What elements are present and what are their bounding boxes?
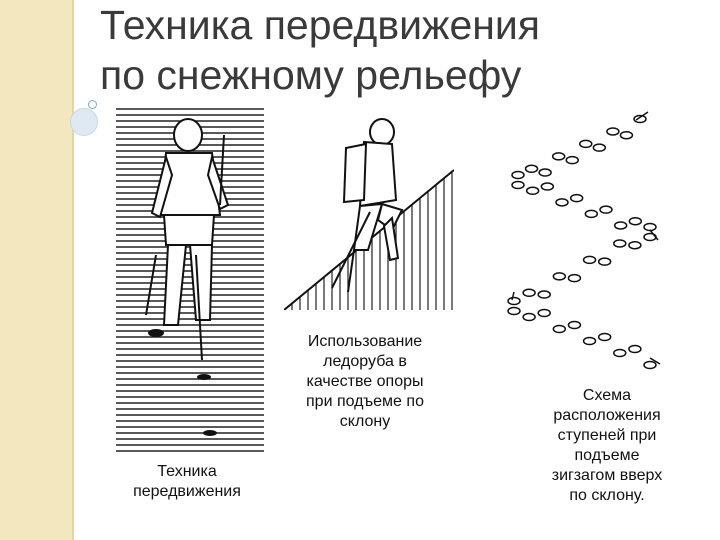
footstep-mark [538,168,552,177]
climber-back-illustration [116,108,264,452]
footstep-mark [597,332,612,342]
caption-zigzag-scheme: Схема расположения ступеней при подъеме … [518,386,696,506]
slide-title: Техника передвижения по снежному рельефу [100,0,700,100]
footstep-mark [565,155,579,165]
footstep-mark [511,170,525,180]
footstep-mark [628,216,643,226]
zigzag-steps-scheme [507,111,661,370]
footstep-mark [643,360,657,370]
caption-line: Техника [157,463,217,480]
left-decorative-band [0,0,72,540]
footstep-mark [507,306,521,316]
footstep-mark [597,257,612,266]
footstep-mark [569,193,584,203]
caption-line: качестве опоры [306,373,424,390]
footstep-mark [628,240,642,250]
footstep-mark [599,205,613,214]
footstep-mark [567,273,582,283]
caption-line: склону [339,413,391,430]
caption-line: передвижения [133,483,241,500]
caption-line: Использование [307,333,423,350]
footstep-mark [584,209,599,219]
footstep-mark [633,114,647,124]
caption-ice-axe: Использование ледоруба в качестве опоры … [278,332,452,432]
title-line-1: Техника передвижения [100,2,541,48]
footstep-mark [525,186,540,196]
footstep-mark [643,222,657,232]
footstep-mark [582,255,597,265]
decorative-circle [70,108,98,136]
footstep-mark [613,239,627,248]
footstep-mark [552,272,567,281]
bullet-icon [88,100,97,109]
footstep-mark [537,290,551,299]
caption-technique: Техника передвижения [104,462,270,502]
climber-ice-axe-illustration [284,118,454,310]
caption-line: при подъеме по [306,393,424,410]
footstep-mark [524,164,539,174]
caption-line: ледоруба в [323,353,407,370]
caption-line: подъеме [574,447,640,464]
footstep-mark [579,139,593,149]
footstep-mark [592,143,607,152]
footstep-mark [628,344,642,354]
footstep-mark [619,130,634,140]
footstep-mark [511,180,525,190]
footstep-mark [522,312,536,322]
footstep-mark [555,198,569,207]
caption-line: по склону. [569,487,645,504]
left-divider [72,0,74,540]
caption-line: расположения [553,407,661,424]
title-line-2: по снежному рельефу [100,52,522,98]
caption-line: Схема [582,387,632,404]
footstep-mark [613,221,628,230]
footstep-mark [613,348,627,358]
footstep-mark [507,296,521,306]
footstep-mark [582,336,597,346]
caption-line: ступеней при [557,427,657,444]
footstep-mark [551,152,566,161]
footstep-mark [540,182,555,191]
footstep-mark [567,320,582,330]
caption-line: зигзагом вверх [551,467,663,484]
footstep-mark [606,127,620,136]
footstep-mark [522,288,536,298]
footstep-mark [537,308,551,318]
footstep-mark [552,324,567,334]
